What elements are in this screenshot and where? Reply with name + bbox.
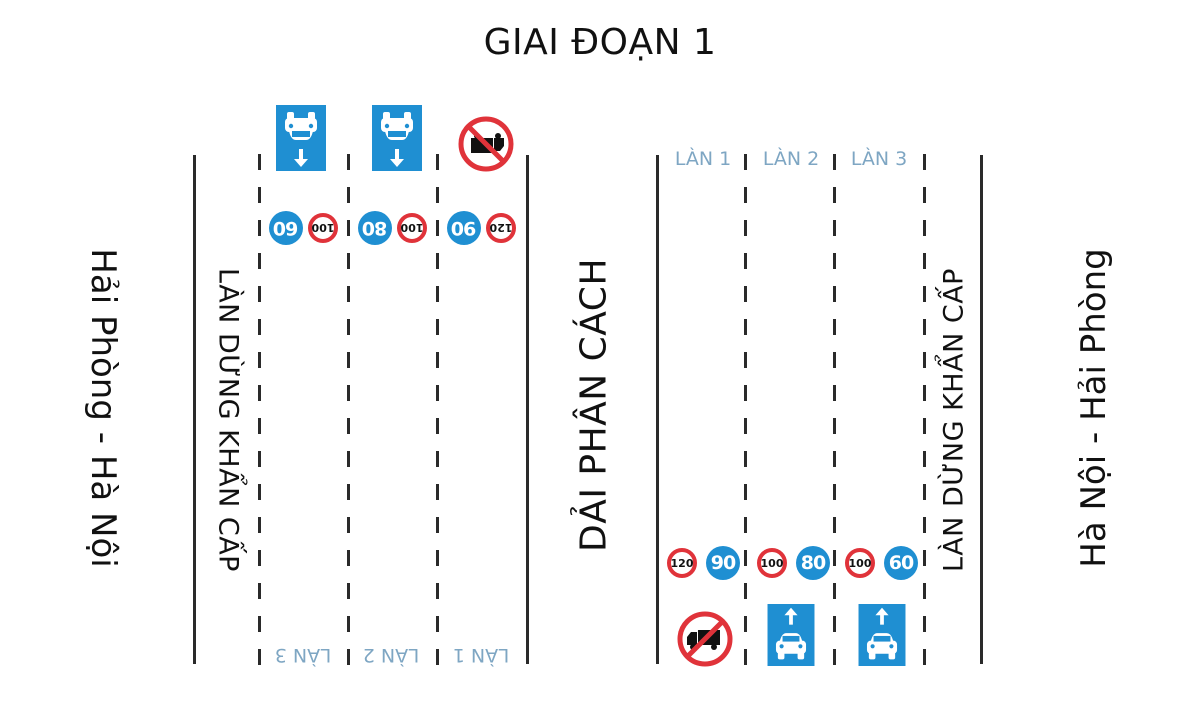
lane-divider-dashed: [436, 154, 439, 666]
max-speed-sign: 100: [757, 548, 787, 578]
shoulder-label-left: LÀN DỪNG KHẨN CẤP: [212, 268, 244, 572]
min-speed-sign: 80: [796, 546, 830, 580]
min-speed-sign: 90: [706, 546, 740, 580]
lane-divider-dashed: [258, 154, 261, 666]
lane-divider-dashed: [744, 154, 747, 666]
road-edge-line-left-outer: [193, 155, 196, 664]
max-speed-sign: 120: [486, 213, 516, 243]
min-speed-sign: 90: [447, 211, 481, 245]
direction-label-left: Hải Phòng - Hà Nội: [83, 248, 123, 568]
direction-label-right: Hà Nội - Hải Phòng: [1074, 248, 1114, 568]
car-lane-icon: [858, 604, 906, 666]
lane-label: LÀN 1: [452, 644, 510, 666]
median-label: DẢI PHÂN CÁCH: [573, 257, 615, 553]
min-speed-sign: 60: [884, 546, 918, 580]
min-speed-sign: 60: [269, 211, 303, 245]
road-edge-line-left-inner: [526, 155, 529, 664]
page-title: GIAI ĐOẠN 1: [483, 22, 717, 63]
max-speed-sign: 100: [397, 213, 427, 243]
no-truck-icon: [457, 115, 515, 173]
car-lane-icon: [767, 604, 815, 666]
max-speed-sign: 100: [845, 548, 875, 578]
lane-divider-dashed: [923, 154, 926, 666]
road-edge-line-right-inner: [656, 155, 659, 664]
lane-label: LÀN 3: [274, 644, 332, 666]
min-speed-sign: 80: [358, 211, 392, 245]
max-speed-sign: 100: [308, 213, 338, 243]
lane-label: LÀN 1: [674, 148, 732, 170]
lane-divider-dashed: [347, 154, 350, 666]
car-lane-icon: [372, 105, 422, 171]
shoulder-label-right: LÀN DỪNG KHẨN CẤP: [938, 268, 970, 572]
max-speed-sign: 120: [667, 548, 697, 578]
car-lane-icon: [276, 105, 326, 171]
lane-label: LÀN 3: [850, 148, 908, 170]
lane-label: LÀN 2: [762, 148, 820, 170]
no-truck-icon: [676, 610, 734, 668]
road-edge-line-right-outer: [980, 155, 983, 664]
lane-divider-dashed: [833, 154, 836, 666]
lane-label: LÀN 2: [362, 644, 420, 666]
